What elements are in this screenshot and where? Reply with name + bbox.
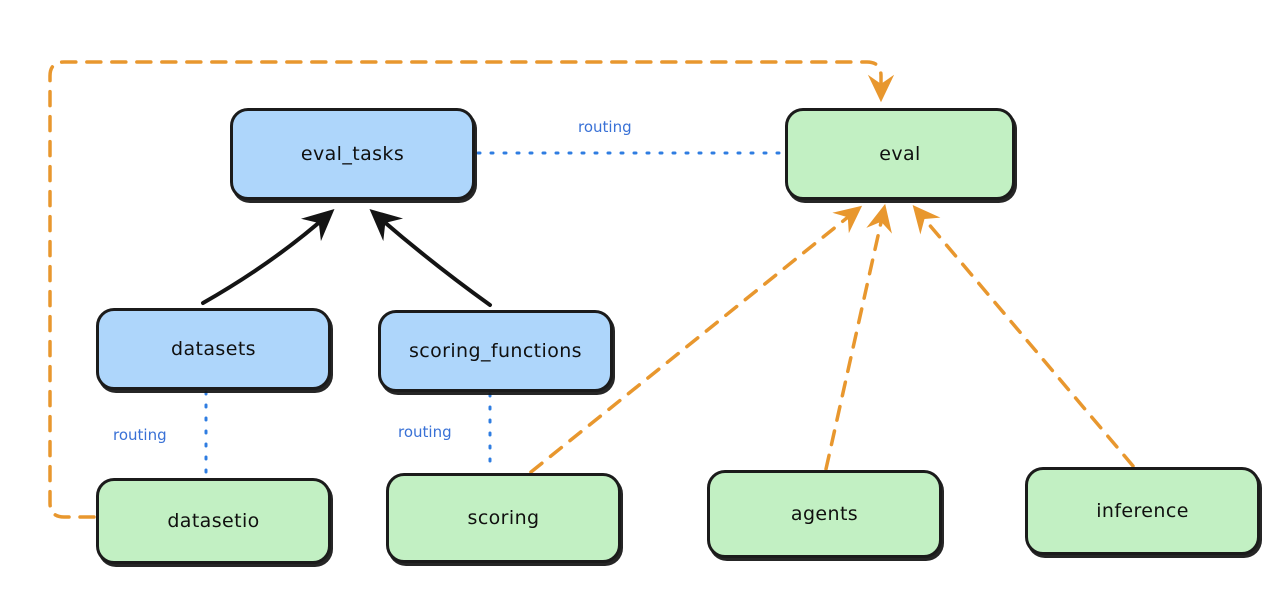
node-label-agents: agents bbox=[790, 503, 859, 525]
node-label-scoring: scoring bbox=[467, 507, 540, 529]
node-datasetio[interactable]: datasetio bbox=[96, 478, 331, 564]
edge-inference-to-eval bbox=[912, 204, 1135, 468]
node-label-eval: eval bbox=[879, 143, 921, 165]
node-label-eval-tasks: eval_tasks bbox=[300, 143, 405, 165]
node-eval[interactable]: eval bbox=[785, 108, 1015, 200]
edge-datasets-to-eval_tasks bbox=[201, 209, 335, 305]
node-scoring-functions[interactable]: scoring_functions bbox=[378, 310, 613, 392]
edge-label-routing-datasetio: routing bbox=[113, 426, 167, 444]
node-label-datasets: datasets bbox=[171, 338, 256, 360]
node-agents[interactable]: agents bbox=[707, 470, 942, 558]
node-label-inference: inference bbox=[1096, 500, 1189, 522]
edge-label-routing-eval: routing bbox=[578, 118, 632, 136]
edge-label-routing-scoring: routing bbox=[398, 423, 452, 441]
node-datasets[interactable]: datasets bbox=[96, 308, 331, 390]
node-eval-tasks[interactable]: eval_tasks bbox=[230, 108, 475, 200]
node-label-scoring-functions: scoring_functions bbox=[409, 340, 582, 362]
node-inference[interactable]: inference bbox=[1025, 467, 1260, 555]
edge-scoringfn-to-eval_tasks bbox=[369, 209, 492, 307]
node-label-datasetio: datasetio bbox=[167, 510, 260, 532]
node-scoring[interactable]: scoring bbox=[386, 473, 621, 563]
edge-agents-to-eval bbox=[824, 203, 892, 471]
